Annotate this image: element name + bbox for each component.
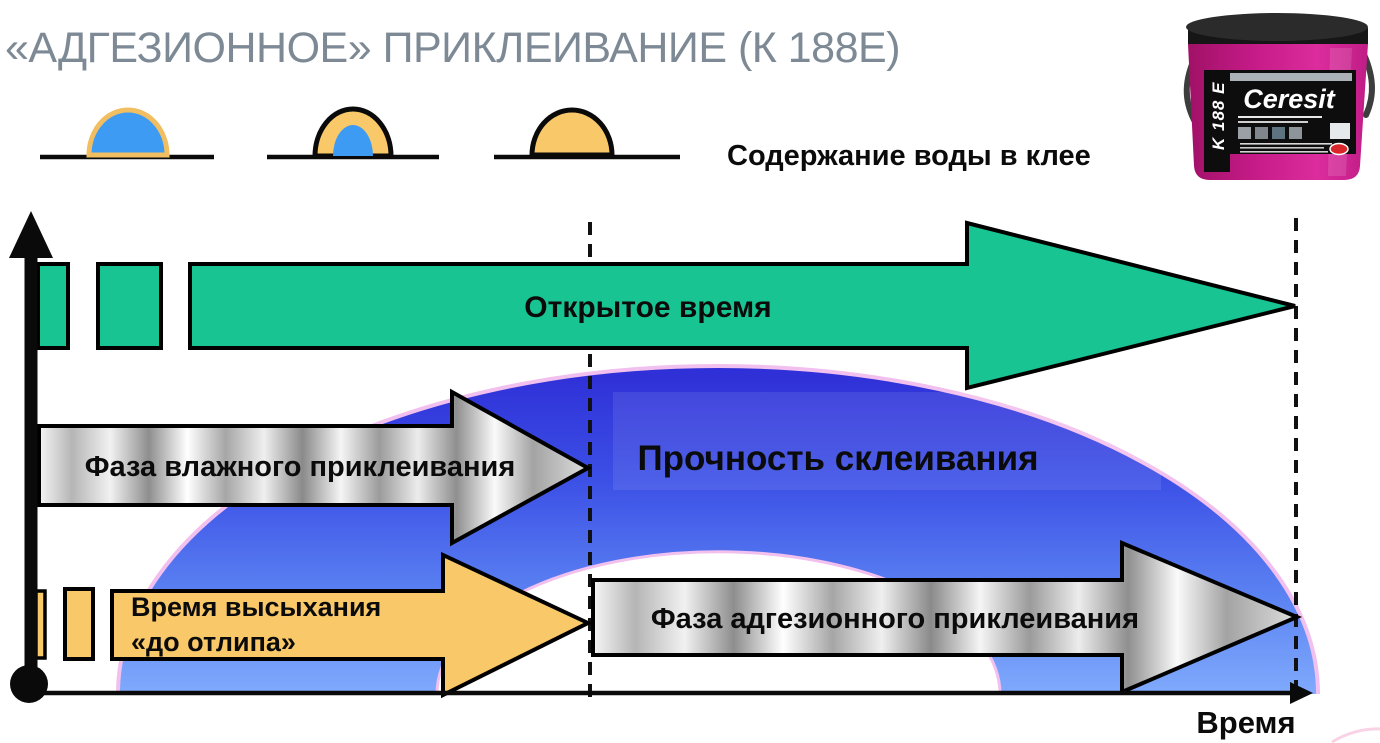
bucket-label-left-column <box>1204 154 1230 172</box>
drying-time-label-line2: «до отлипа» <box>131 627 296 657</box>
bucket-spec-box <box>1330 123 1350 139</box>
adhesive-phase-arrow-body <box>591 539 1303 696</box>
x-axis-arrowhead-icon <box>1290 682 1313 704</box>
corner-pink-arc <box>1331 727 1380 743</box>
time-axis-label: Время <box>1196 705 1295 740</box>
bucket-finetext-line1 <box>1238 116 1322 118</box>
droplet-2-wet-core <box>333 125 373 156</box>
droplet-sequence <box>40 106 680 160</box>
droplet-wet-icon <box>40 107 214 160</box>
open-time-segment-1 <box>36 262 70 350</box>
bucket-brand-text: Ceresit <box>1243 84 1336 114</box>
y-axis-arrowhead-icon <box>9 211 53 258</box>
bucket-label-band <box>1204 70 1356 154</box>
drying-arrow-body <box>110 551 593 699</box>
open-time-arrow-body <box>188 220 1296 391</box>
bucket-model-text: K 188 E <box>1209 82 1228 150</box>
bucket-lid-top <box>1186 13 1368 41</box>
wet-phase-label: Фаза влажного приклеивания <box>85 451 515 483</box>
open-time-label: Открытое время <box>524 291 771 324</box>
adhesive-phase-arrow: Фаза адгезионного приклеивания <box>591 539 1303 696</box>
wet-phase-arrow: Фаза влажного приклеивания <box>37 388 593 547</box>
drying-time-arrow: Время высыхания «до отлипа» <box>34 551 593 699</box>
page-title: «АДГЕЗИОННОЕ» ПРИКЛЕИВАНИЕ (К 188Е) <box>5 24 901 72</box>
wet-phase-arrow-body <box>37 388 593 547</box>
bucket-pictograms <box>1238 127 1302 139</box>
open-time-segment-2 <box>96 262 163 350</box>
bucket-label-top-strip <box>1230 73 1352 81</box>
droplet-1-dome <box>86 107 170 158</box>
arch-outer-outline <box>116 364 1320 695</box>
bucket-finetext-line2 <box>1238 121 1308 123</box>
bucket-label: Ceresit K 188 E <box>1204 70 1356 172</box>
bond-strength-label: Прочность склеивания <box>637 439 1038 478</box>
bucket-logo-icon <box>1329 142 1349 156</box>
open-time-arrow: Открытое время <box>36 220 1296 391</box>
droplet-skinning-icon <box>267 106 439 160</box>
water-content-label: Содержание воды в клее <box>727 140 1091 172</box>
adhesive-phase-label: Фаза адгезионного приклеивания <box>651 603 1139 635</box>
bond-strength-panel <box>613 392 1161 490</box>
origin-dot <box>10 665 48 703</box>
axes: Время <box>9 211 1313 740</box>
droplet-3-dome <box>529 107 615 158</box>
product-bucket: Ceresit K 188 E <box>1183 13 1375 180</box>
drying-segment-2 <box>63 587 95 661</box>
drying-time-label-line1: Время высыхания <box>131 592 381 622</box>
bucket-bullet-lines <box>1240 143 1332 153</box>
droplet-dry-icon <box>494 107 680 160</box>
